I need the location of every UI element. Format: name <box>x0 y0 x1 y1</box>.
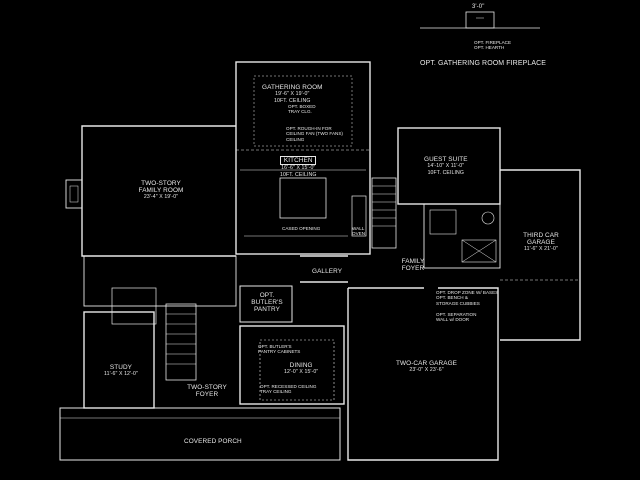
two-garage-name: TWO-CAR GARAGE <box>396 360 458 367</box>
family-fireplace-icon <box>65 179 83 209</box>
gathering-room-outline <box>235 61 371 255</box>
gathering-room-ceiling: 10FT. CEILING <box>274 98 311 104</box>
gathering-note-fan: OPT. ROUGH-IN FOR CEILING FAN (TWO FANS)… <box>286 126 343 142</box>
garage-note-dropzone: OPT. DROP ZONE W/ BASES OPT. BENCH & STO… <box>436 290 498 306</box>
wall-oven-line2: OVEN <box>352 231 366 237</box>
gathering-room-label: GATHERING ROOM 19'-6" X 19'-0" 10FT. CEI… <box>262 84 323 105</box>
garage-note2-line1: OPT. SEPARATION <box>436 312 477 317</box>
kitchen-ceiling: 10FT. CEILING <box>280 172 317 178</box>
wall-oven-line1: WALL <box>352 226 365 231</box>
inset-dimension-label: 3'-0" <box>472 4 485 10</box>
dining-note-cabinets: OPT. BUTLER'S PANTRY CABINETS <box>258 344 300 355</box>
gathering-note-line2: TRAY CLG. <box>288 109 312 115</box>
guest-suite-ceiling: 10FT. CEILING <box>427 170 465 176</box>
foyer-label: TWO-STORY FOYER <box>186 384 228 398</box>
study-label: STUDY 11'-6" X 12'-0" <box>104 364 138 378</box>
garage-note-line3: STORAGE CUBBIES <box>436 300 480 306</box>
gathering-room-name: GATHERING ROOM <box>262 84 323 91</box>
gallery-label: GALLERY <box>312 268 342 275</box>
guest-suite-dim: 14'-10" X 11'-0" <box>427 163 465 169</box>
gathering-note2-line3: CEILING <box>286 136 305 142</box>
gathering-room-dim: 19'-6" X 19'-0" <box>275 91 310 97</box>
garage-note-wall: OPT. SEPARATION WALL w/ DOOR <box>436 312 476 323</box>
covered-porch-label: COVERED PORCH <box>184 438 242 445</box>
study-name: STUDY <box>109 364 133 371</box>
inset-notes: OPT. FIREPLACE OPT. HEARTH <box>474 40 511 51</box>
dining-dim: 12'-0" X 15'-0" <box>284 369 319 375</box>
inset-fireplace-icon <box>465 11 495 29</box>
study-outline <box>83 311 155 409</box>
dining-note2-line1: OPT. RECESSED CEILING <box>260 384 317 389</box>
foyer-name: TWO-STORY FOYER <box>187 384 227 398</box>
butlers-pantry-outline <box>239 285 293 323</box>
kitchen-label: KITCHEN 16'-6" X 15'-0" 10FT. CEILING <box>280 156 317 179</box>
dining-note-line2: PANTRY CABINETS <box>258 349 301 355</box>
guest-suite-name: GUEST SUITE <box>424 156 468 163</box>
covered-porch-outline <box>59 407 341 461</box>
family-foyer-name: FAMILY FOYER <box>401 258 425 272</box>
gallery-name: GALLERY <box>312 268 343 275</box>
kitchen-dim: 16'-6" X 15'-0" <box>281 165 316 171</box>
two-garage-dim: 23'-0" X 23'-6" <box>409 367 444 373</box>
dining-label: DINING 12'-0" X 15'-0" <box>284 362 318 376</box>
two-garage-label: TWO-CAR GARAGE 23'-0" X 23'-6" <box>396 360 457 374</box>
gathering-note-line1: OPT. BOXED <box>288 104 316 109</box>
wall-oven-note: WALL OVEN <box>352 226 365 237</box>
dining-note-ceiling: OPT. RECESSED CEILING TRAY CEILING <box>260 384 316 395</box>
inset-note-hearth: OPT. HEARTH <box>474 45 505 51</box>
dining-outline <box>239 325 345 405</box>
third-garage-dim: 11'-6" X 21'-0" <box>524 246 558 252</box>
gathering-note2-line2: CEILING FAN (TWO FANS) <box>286 131 343 137</box>
dining-note2-line2: TRAY CEILING <box>260 389 292 395</box>
family-foyer-label: FAMILY FOYER <box>398 258 428 272</box>
butlers-pantry-name: OPT. BUTLER'S PANTRY <box>251 292 283 313</box>
covered-porch-name: COVERED PORCH <box>184 438 242 445</box>
dining-note-line1: OPT. BUTLER'S <box>258 344 292 349</box>
third-garage-label: THIRD CAR GARAGE 11'-6" X 21'-0" <box>518 232 564 253</box>
garage-note-line2: OPT. BENCH & <box>436 295 468 301</box>
page-title: OPT. GATHERING ROOM FIREPLACE <box>420 60 547 67</box>
butlers-pantry-label: OPT. BUTLER'S PANTRY <box>246 292 288 313</box>
third-garage-name: THIRD CAR GARAGE <box>523 232 559 246</box>
family-room-name: TWO-STORY FAMILY ROOM <box>138 180 184 194</box>
plan-walls <box>59 11 581 461</box>
kitchen-name: KITCHEN <box>280 156 317 165</box>
garage-note-line1: OPT. DROP ZONE W/ BASES <box>436 290 499 295</box>
family-room-label: TWO-STORY FAMILY ROOM 23'-4" X 19'-0" <box>136 180 186 201</box>
dining-name: DINING <box>289 362 313 369</box>
third-garage-outline <box>500 169 581 341</box>
two-car-garage-outline <box>347 287 499 461</box>
garage-note2-line2: WALL w/ DOOR <box>436 317 470 323</box>
family-room-dim: 23'-4" X 19'-0" <box>143 194 179 200</box>
gathering-note2-line1: OPT. ROUGH-IN FOR <box>286 126 332 131</box>
study-dim: 11'-6" X 12'-0" <box>104 371 138 377</box>
kitchen-island <box>279 177 327 219</box>
kitchen-note-cased: CASED OPENING <box>282 226 321 231</box>
guest-suite-label: GUEST SUITE 14'-10" X 11'-0" 10FT. CEILI… <box>424 156 468 177</box>
inset-note-fireplace: OPT. FIREPLACE <box>474 40 512 45</box>
gathering-note-tray: OPT. BOXED TRAY CLG. <box>288 104 316 115</box>
